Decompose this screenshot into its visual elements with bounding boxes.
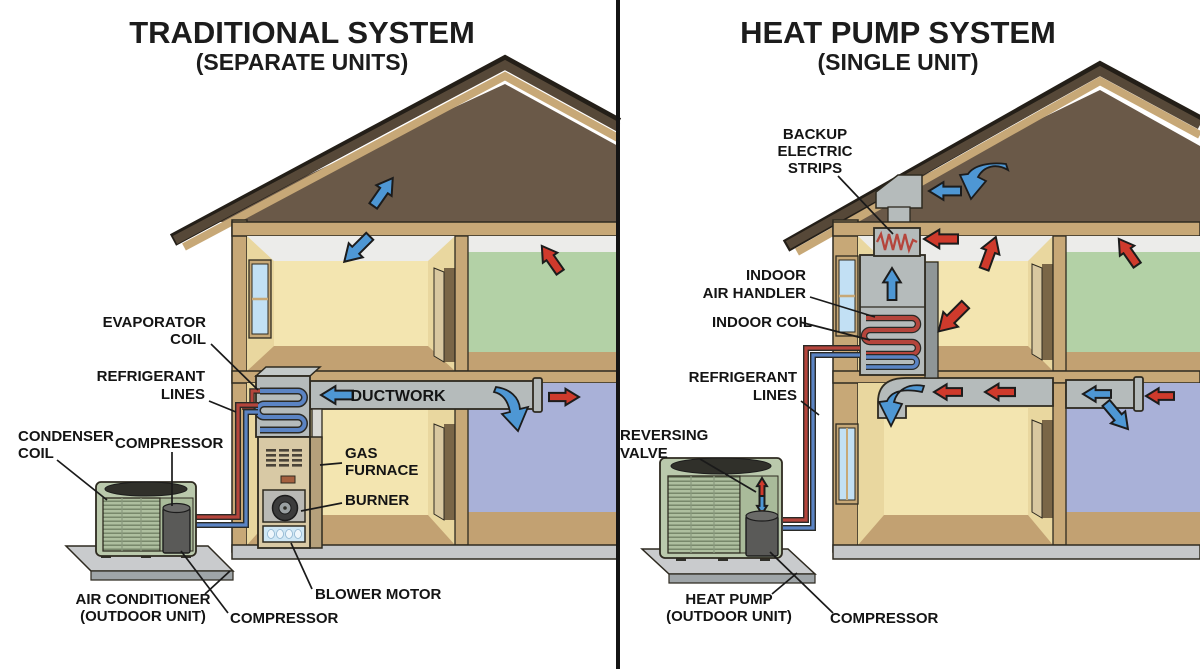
heat-pump-fan: [670, 457, 772, 475]
attic-vent: [875, 174, 923, 209]
left-refrigerant-lines: [194, 402, 258, 528]
svg-text:STRIPS: STRIPS: [788, 160, 842, 177]
svg-text:LINES: LINES: [161, 386, 205, 403]
left-title: TRADITIONAL SYSTEM: [129, 15, 475, 50]
right-ground: [832, 544, 1200, 560]
condenser-fan: [104, 481, 188, 497]
label-burner: BURNER: [345, 492, 409, 509]
leader-lines: [56, 175, 894, 614]
left-compressor: [162, 507, 191, 554]
right-downstairs-door: [1031, 419, 1043, 519]
cool-air-curved-arrow: [877, 384, 926, 429]
electric-strip-element: [875, 230, 918, 254]
gas-furnace-unit: [257, 436, 323, 549]
svg-text:LINES: LINES: [753, 387, 797, 404]
svg-text:(OUTDOOR UNIT): (OUTDOOR UNIT): [666, 608, 792, 625]
furnace-vents: [266, 449, 302, 467]
label-gas-furnace: GAS: [345, 445, 378, 462]
svg-text:COIL: COIL: [170, 331, 206, 348]
panel-divider: [616, 0, 620, 669]
flue-pipe: [311, 408, 323, 440]
label-backup-electric-strips: BACKUP: [783, 126, 847, 143]
right-downstairs-room: [835, 383, 1053, 545]
condenser-coil-grille: [102, 497, 161, 552]
right-house: [640, 60, 1200, 584]
left-upstairs-door: [433, 267, 445, 363]
air-conditioner-outdoor-unit: [64, 481, 235, 581]
left-attic-interior: [206, 84, 618, 222]
label-reversing-valve: REVERSING: [620, 427, 708, 444]
label-compressor-bottom: COMPRESSOR: [230, 610, 339, 627]
svg-text:(OUTDOOR UNIT): (OUTDOOR UNIT): [80, 608, 206, 625]
label-indoor-air-handler: INDOOR: [746, 267, 806, 284]
svg-text:FURNACE: FURNACE: [345, 462, 418, 479]
label-heat-pump: HEAT PUMP: [685, 591, 772, 608]
evaporator-coil-unit: [242, 366, 322, 438]
svg-text:COIL: COIL: [18, 445, 54, 462]
label-evaporator-coil: EVAPORATOR: [103, 314, 207, 331]
svg-text:AIR HANDLER: AIR HANDLER: [703, 285, 806, 302]
backup-electric-strips-unit: [873, 227, 921, 257]
svg-text:VALVE: VALVE: [620, 445, 668, 462]
right-subtitle: (SINGLE UNIT): [818, 49, 979, 75]
label-right-refrigerant-lines: REFRIGERANT: [689, 369, 797, 386]
burner-strip: [262, 525, 306, 543]
heat-pump-coil-grille: [667, 475, 741, 554]
label-air-conditioner: AIR CONDITIONER: [76, 591, 211, 608]
label-refrigerant-lines: REFRIGERANT: [97, 368, 205, 385]
right-labels: BACKUP ELECTRIC STRIPS INDOOR AIR HANDLE…: [620, 126, 939, 627]
left-downstairs-door: [433, 423, 445, 521]
label-right-compressor: COMPRESSOR: [830, 610, 939, 627]
label-indoor-coil: INDOOR COIL: [712, 314, 812, 331]
right-upstairs-door: [1031, 263, 1043, 361]
left-house: [64, 54, 622, 581]
svg-text:ELECTRIC: ELECTRIC: [778, 143, 853, 160]
right-compressor: [745, 515, 779, 557]
label-ductwork: DUCTWORK: [350, 388, 446, 405]
heat-pump-outdoor-unit: [640, 457, 817, 584]
right-title: HEAT PUMP SYSTEM: [740, 15, 1056, 50]
left-labels: EVAPORATOR COIL REFRIGERANT LINES CONDEN…: [18, 314, 446, 627]
left-upstairs-room-right: [468, 236, 618, 371]
label-condenser-coil: CONDENSER: [18, 428, 114, 445]
indoor-coil: [862, 316, 920, 356]
left-subtitle: (SEPARATE UNITS): [196, 49, 409, 75]
right-upstairs-room-right: [1066, 236, 1200, 371]
cool-air-curved-arrow: [958, 162, 1010, 201]
label-blower-motor: BLOWER MOTOR: [315, 586, 442, 603]
label-compressor-top: COMPRESSOR: [115, 435, 224, 452]
right-refrigerant-lines: [783, 345, 860, 531]
cool-air-curved-arrow: [492, 386, 530, 433]
